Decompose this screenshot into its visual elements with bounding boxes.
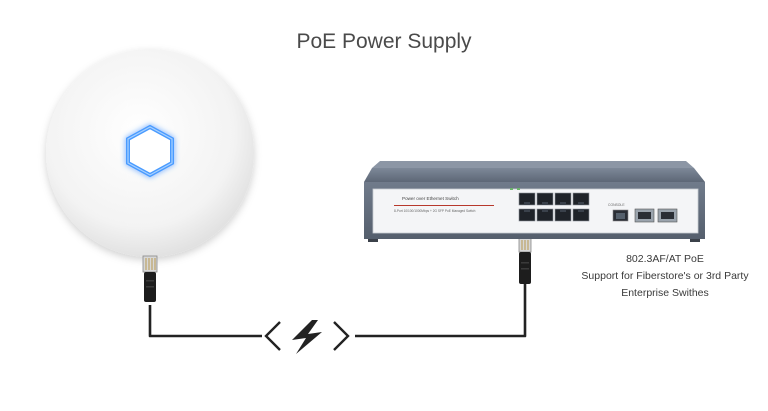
- rj45-port-latch: [524, 209, 530, 212]
- rj45-port-latch: [578, 209, 584, 212]
- poe-switch-icon: [364, 161, 705, 242]
- switch-model-sublabel: 8-Port 10/100/1000Mbps + 2G SFP PoE Mana…: [394, 209, 476, 213]
- lightning-bolt-icon: [264, 320, 350, 354]
- poe-caption: 802.3AF/AT PoE Support for Fiberstore's …: [560, 251, 768, 302]
- access-point-icon: [46, 49, 254, 257]
- rj45-port-latch: [560, 209, 566, 212]
- ethernet-plug-icon: [142, 255, 158, 302]
- rj45-port-latch: [542, 209, 548, 212]
- caption-line: Support for Fiberstore's or 3rd Party: [581, 270, 749, 282]
- caption-line: Enterprise Swithes: [621, 287, 709, 299]
- switch-console-label: CONSOLE: [608, 203, 625, 207]
- rj45-port-latch: [542, 202, 548, 205]
- rj45-port-latch: [560, 202, 566, 205]
- caption-line: 802.3AF/AT PoE: [626, 253, 704, 265]
- switch-model-label: Power over Ethernet Switch: [402, 196, 459, 201]
- rj45-port-latch: [578, 202, 584, 205]
- cable-right-segment: [355, 282, 527, 338]
- ethernet-cable: [148, 282, 527, 338]
- cable-left-segment: [148, 305, 262, 338]
- ethernet-plug-icon: [518, 237, 532, 284]
- page-title: PoE Power Supply: [296, 30, 472, 53]
- rj45-port-latch: [524, 202, 530, 205]
